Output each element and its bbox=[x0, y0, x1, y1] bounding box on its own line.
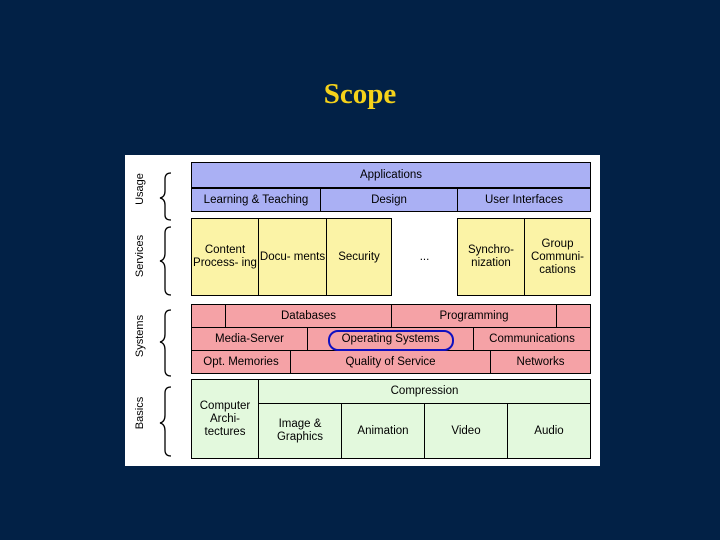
animation-cell: Animation bbox=[341, 403, 425, 459]
applications-cell: Applications bbox=[191, 162, 591, 188]
operating-systems-highlight bbox=[328, 330, 454, 351]
layer-label-services: Services bbox=[134, 234, 146, 278]
scope-diagram: Usage Services Systems Basics Applicatio… bbox=[125, 155, 600, 466]
databases-cell: Databases bbox=[225, 304, 392, 328]
networks-cell: Networks bbox=[490, 350, 591, 374]
communications-cell: Communications bbox=[473, 327, 591, 351]
brace-basics bbox=[159, 386, 172, 457]
more-services-ellipsis: ... bbox=[419, 250, 430, 263]
brace-systems bbox=[159, 309, 172, 377]
braces bbox=[159, 172, 172, 457]
layer-label-systems: Systems bbox=[134, 314, 146, 358]
programming-cell: Programming bbox=[391, 304, 557, 328]
video-cell: Video bbox=[424, 403, 508, 459]
audio-cell: Audio bbox=[507, 403, 591, 459]
image-graphics-cell: Image & Graphics bbox=[258, 403, 342, 459]
computer-architectures-cell: Computer Archi- tectures bbox=[191, 379, 259, 459]
opt-memories-cell: Opt. Memories bbox=[191, 350, 291, 374]
quality-of-service-cell: Quality of Service bbox=[290, 350, 491, 374]
learning-teaching-cell: Learning & Teaching bbox=[191, 188, 321, 212]
synchronization-cell: Synchro- nization bbox=[457, 218, 525, 296]
layer-label-basics: Basics bbox=[134, 396, 146, 430]
security-cell: Security bbox=[326, 218, 392, 296]
documents-cell: Docu- ments bbox=[258, 218, 327, 296]
slide-title: Scope bbox=[323, 78, 397, 110]
content-processing-cell: Content Process- ing bbox=[191, 218, 259, 296]
user-interfaces-cell: User Interfaces bbox=[457, 188, 591, 212]
brace-services bbox=[159, 226, 172, 296]
compression-cell: Compression bbox=[258, 379, 591, 404]
design-cell: Design bbox=[320, 188, 458, 212]
media-server-cell: Media-Server bbox=[191, 327, 308, 351]
group-communications-cell: Group Communi- cations bbox=[524, 218, 591, 296]
brace-usage bbox=[159, 172, 172, 221]
